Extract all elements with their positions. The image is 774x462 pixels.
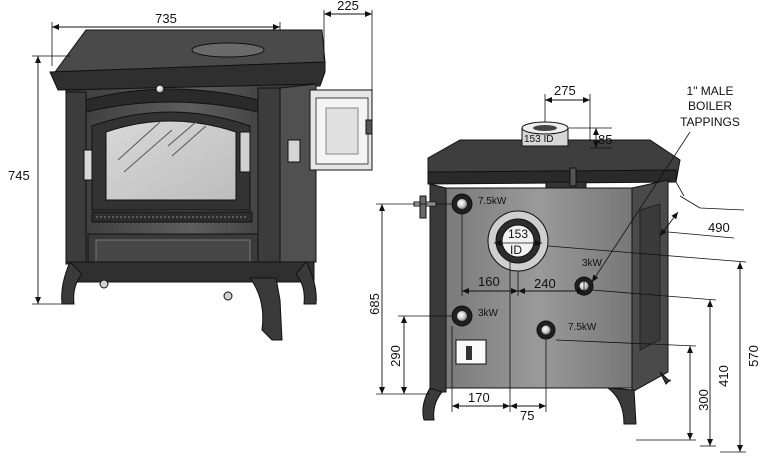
v-dimension-290: 290 <box>388 315 452 394</box>
svg-text:75: 75 <box>520 408 534 423</box>
front-view-stove <box>49 29 326 341</box>
v-dimension-570: 570 <box>547 245 761 453</box>
svg-text:275: 275 <box>554 83 576 98</box>
svg-text:3kW: 3kW <box>478 308 499 319</box>
door-open-label: 225 <box>337 0 359 13</box>
h-dimensions-lower: 170 75 <box>451 262 547 423</box>
svg-text:BOILER: BOILER <box>688 99 732 113</box>
svg-text:1" MALE: 1" MALE <box>687 84 734 98</box>
svg-text:85: 85 <box>598 132 612 147</box>
svg-text:300: 300 <box>696 389 711 411</box>
tappings-callout: 1" MALE BOILER TAPPINGS <box>591 84 740 283</box>
rear-outlet-label-top: 153 <box>508 227 528 241</box>
flue-height-dimension: 85 <box>568 127 612 149</box>
svg-text:290: 290 <box>388 345 403 367</box>
svg-text:3kW: 3kW <box>582 258 603 269</box>
front-height-dimension: 745 <box>8 55 70 305</box>
svg-text:TAPPINGS: TAPPINGS <box>680 115 740 129</box>
boiler-tapping-right-lower: 7.5kW <box>536 320 597 340</box>
svg-text:170: 170 <box>468 390 490 405</box>
depth-dimension: 490 <box>659 181 745 239</box>
svg-text:410: 410 <box>716 365 731 387</box>
svg-text:7.5kW: 7.5kW <box>568 322 597 333</box>
h-dimensions-upper: 160 240 <box>461 214 585 296</box>
front-width-label: 735 <box>155 11 177 26</box>
svg-text:570: 570 <box>746 345 761 367</box>
rear-outlet-label-bottom: ID <box>510 243 522 257</box>
svg-text:7.5kW: 7.5kW <box>478 196 507 207</box>
door-open-dimension: 225 <box>323 0 373 90</box>
svg-text:240: 240 <box>534 276 556 291</box>
v-dimension-685: 685 <box>367 203 452 395</box>
front-view-open-door <box>309 89 373 171</box>
boiler-tapping-bottom-left: 3kW <box>451 305 499 327</box>
svg-text:685: 685 <box>367 293 382 315</box>
flue-offset-dimension: 275 <box>544 83 591 140</box>
front-height-label: 745 <box>8 168 30 183</box>
boiler-tapping-top-left: 7.5kW <box>451 193 507 215</box>
v-dimension-410: 410 <box>591 289 731 447</box>
rear-view-stove <box>413 121 681 425</box>
svg-text:160: 160 <box>478 274 500 289</box>
front-width-dimension: 735 <box>51 11 281 66</box>
svg-text:490: 490 <box>708 220 730 235</box>
flue-label: 153 ID <box>524 134 553 145</box>
